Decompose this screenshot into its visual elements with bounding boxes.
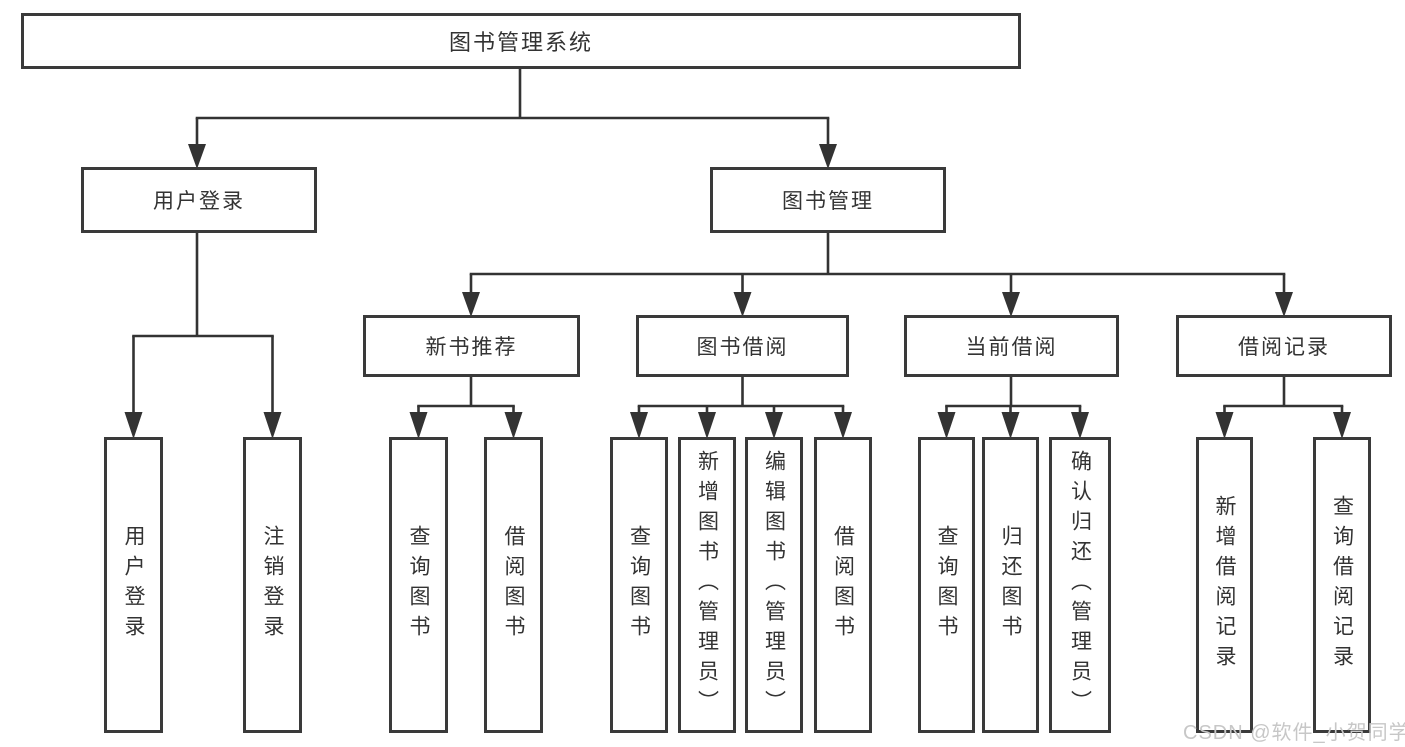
leaf-query-books-recommend: 查询图书: [389, 437, 448, 733]
node-label: 借阅记录: [1238, 336, 1330, 359]
leaf-label: 编辑图书（管理员）: [762, 450, 786, 720]
leaf-label: 查询借阅记录: [1330, 495, 1354, 675]
leaf-label: 注销登录: [261, 525, 284, 645]
node-borrow-records: 借阅记录: [1176, 315, 1392, 377]
leaf-label: 借阅图书: [502, 525, 525, 645]
leaf-borrow-books-recommend: 借阅图书: [484, 437, 543, 733]
leaf-label: 查询图书: [935, 525, 958, 645]
leaf-label: 新增借阅记录: [1213, 495, 1236, 675]
node-new-book-recommend: 新书推荐: [363, 315, 580, 377]
leaf-return-books: 归还图书: [982, 437, 1039, 733]
leaf-label: 用户登录: [122, 525, 145, 645]
leaf-logout: 注销登录: [243, 437, 302, 733]
node-current-borrow: 当前借阅: [904, 315, 1119, 377]
node-book-management-branch: 图书管理: [710, 167, 946, 233]
node-book-borrow: 图书借阅: [636, 315, 849, 377]
leaf-label: 归还图书: [999, 525, 1022, 645]
node-label: 新书推荐: [425, 336, 518, 359]
node-label: 图书管理系统: [448, 30, 593, 55]
node-system-root: 图书管理系统: [21, 13, 1021, 69]
leaf-borrow-books: 借阅图书: [814, 437, 872, 733]
leaf-label: 查询图书: [627, 525, 651, 645]
leaf-query-books-borrow: 查询图书: [610, 437, 668, 733]
leaf-add-books-admin: 新增图书（管理员）: [678, 437, 736, 733]
node-label: 图书借阅: [696, 336, 789, 359]
node-label: 当前借阅: [965, 336, 1058, 359]
leaf-add-borrow-record: 新增借阅记录: [1196, 437, 1253, 733]
leaf-query-borrow-record: 查询借阅记录: [1313, 437, 1371, 733]
leaf-label: 查询图书: [407, 525, 430, 645]
leaf-label: 借阅图书: [831, 525, 855, 645]
node-user-login-branch: 用户登录: [81, 167, 317, 233]
leaf-label: 新增图书（管理员）: [695, 450, 719, 720]
node-label: 图书管理: [782, 190, 874, 213]
leaf-query-books-current: 查询图书: [918, 437, 975, 733]
node-label: 用户登录: [153, 190, 245, 213]
csdn-watermark: CSDN @软件_小贺同学: [1183, 722, 1405, 744]
leaf-label: 确认归还（管理员）: [1068, 450, 1092, 720]
leaf-user-login: 用户登录: [104, 437, 163, 733]
leaf-confirm-return-admin: 确认归还（管理员）: [1049, 437, 1111, 733]
leaf-edit-books-admin: 编辑图书（管理员）: [745, 437, 803, 733]
